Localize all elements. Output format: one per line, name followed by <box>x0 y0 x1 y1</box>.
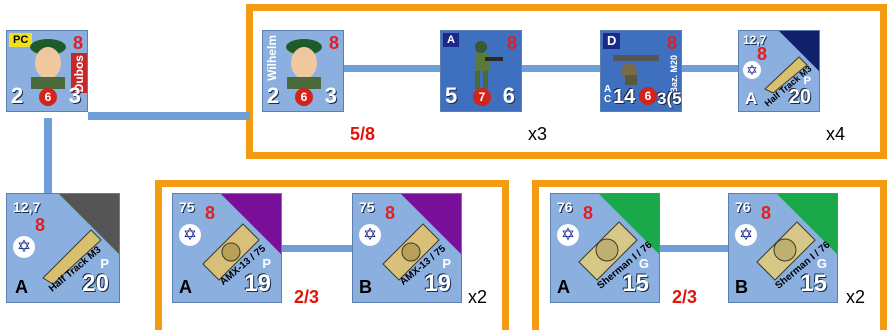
bazooka-ac: A C <box>604 85 612 105</box>
amx-a-side: A <box>179 278 192 296</box>
infantry-morale: 8 <box>507 34 517 52</box>
wilhelm-ratio: 5/8 <box>350 125 375 143</box>
bazooka-counter[interactable]: D 8 Baz. M20 A C 14 6 3(5) <box>600 30 682 112</box>
sherman-a-side: A <box>557 278 570 296</box>
infantry-right-value: 6 <box>503 85 515 107</box>
sherman-b-p: G <box>817 257 827 270</box>
bazooka-stats: 14 <box>613 87 635 107</box>
pc-left-value: 2 <box>11 85 23 107</box>
halftrack-solo-move: 20 <box>82 272 109 296</box>
infantry-circle-value: 7 <box>473 88 491 106</box>
bazooka-range: 3(5) <box>657 90 682 107</box>
halftrack-solo-counter[interactable]: 12,7 8 ✡ Half Track M3 P 20 A <box>6 193 120 303</box>
halftrack-top-move: 20 <box>789 87 811 107</box>
wilhelm-morale: 8 <box>329 34 339 52</box>
wilhelm-left-value: 2 <box>267 85 279 107</box>
infantry-counter[interactable]: A 8 5 7 6 <box>440 30 522 112</box>
amx-b-move: 19 <box>424 272 451 296</box>
amx-a-move: 19 <box>244 272 271 296</box>
bazooka-circle-value: 6 <box>639 87 657 105</box>
sherman-b-counter[interactable]: 76 8 ✡ Sherman I / 76 G 15 B <box>728 193 838 303</box>
connector-pc-down <box>44 118 52 193</box>
amx-b-counter[interactable]: 75 8 ✡ AMX-13 / 75 P 19 B <box>352 193 462 303</box>
sherman-b-side: B <box>735 278 748 296</box>
halftrack-solo-calibre: 12,7 <box>13 200 40 214</box>
soldier-icon <box>461 39 505 91</box>
wilhelm-name: Wilhelm <box>265 35 279 81</box>
wilhelm-circle-value: 6 <box>295 88 313 106</box>
bazooka-morale: 8 <box>667 34 677 52</box>
pc-leader-counter[interactable]: PC 8 Dubos 2 6 3 <box>6 30 88 112</box>
sherman-count: x2 <box>846 288 865 306</box>
amx-b-side: B <box>359 278 372 296</box>
sherman-b-calibre: 76 <box>735 200 751 214</box>
amx-count: x2 <box>468 288 487 306</box>
star-of-david-icon: ✡ <box>13 236 35 258</box>
sherman-ratio: 2/3 <box>672 288 697 306</box>
infantry-count: x3 <box>528 125 547 143</box>
wilhelm-leader-counter[interactable]: Wilhelm 8 2 6 3 <box>262 30 344 112</box>
pc-right-value: 3 <box>69 85 81 107</box>
bazooka-icon <box>611 45 661 85</box>
amx-a-p: P <box>262 257 271 270</box>
leader-portrait <box>279 37 329 89</box>
pc-circle-value: 6 <box>39 88 57 106</box>
bazooka-weapon: Baz. M20 <box>669 55 679 94</box>
halftrack-solo-p: P <box>100 257 109 270</box>
amx-b-p: P <box>442 257 451 270</box>
sherman-a-counter[interactable]: 76 8 ✡ Sherman I / 76 G 15 A <box>550 193 660 303</box>
amx-ratio: 2/3 <box>294 288 319 306</box>
leader-portrait <box>23 37 73 89</box>
halftrack-top-counter[interactable]: 12,7 8 ✡ Half Track M3 P 20 A <box>738 30 820 112</box>
pc-morale: 8 <box>73 34 83 52</box>
sherman-a-calibre: 76 <box>557 200 573 214</box>
infantry-left-value: 5 <box>445 85 457 107</box>
infantry-tag: A <box>443 33 459 47</box>
halftrack-top-side: A <box>745 90 757 107</box>
halftrack-top-count: x4 <box>826 125 845 143</box>
sherman-a-p: G <box>639 257 649 270</box>
sherman-b-move: 15 <box>800 272 827 296</box>
sherman-a-move: 15 <box>622 272 649 296</box>
amx-a-calibre: 75 <box>179 200 195 214</box>
wilhelm-right-value: 3 <box>325 85 337 107</box>
halftrack-solo-side: A <box>15 278 28 296</box>
connector-top-row <box>340 65 750 72</box>
amx-b-calibre: 75 <box>359 200 375 214</box>
amx-a-counter[interactable]: 75 8 ✡ AMX-13 / 75 P 19 A <box>172 193 282 303</box>
connector-pc-to-group <box>88 112 250 120</box>
